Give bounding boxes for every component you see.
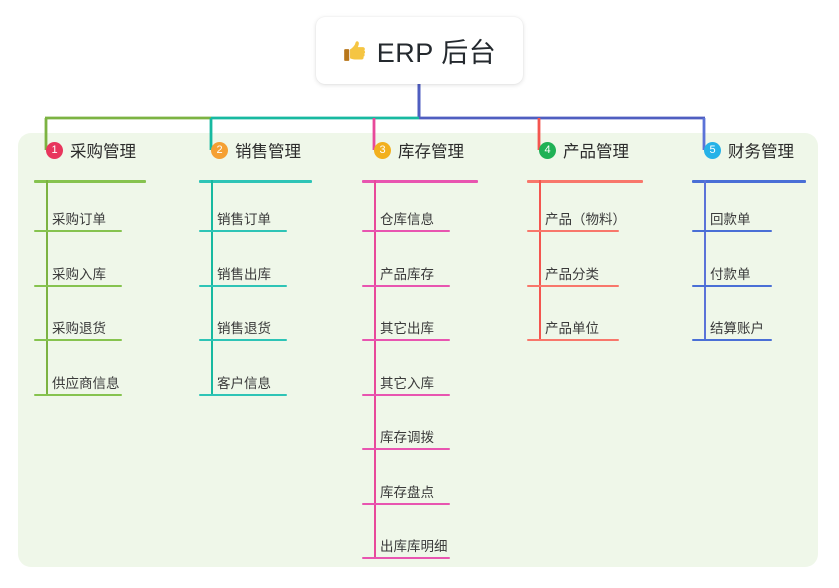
leaf-item[interactable]: 销售退货 (199, 313, 307, 341)
leaf-rule (199, 284, 287, 287)
thumbs-up-icon (343, 39, 368, 64)
leaf-label: 采购退货 (52, 321, 106, 336)
leaf-label: 销售订单 (217, 212, 271, 227)
leaf-label: 采购入库 (52, 266, 106, 282)
column-spine-2 (211, 180, 213, 396)
leaf-rule (527, 284, 619, 287)
leaf-item[interactable]: 库存调拨 (362, 422, 470, 450)
leaf-label: 库存盘点 (380, 484, 434, 500)
column-badge-3: 3 (374, 141, 391, 159)
column-title-3: 库存管理 (398, 143, 464, 161)
leaf-rule (34, 393, 122, 396)
leaf-label: 库存调拨 (380, 430, 434, 445)
leaf-rule (199, 230, 287, 232)
diagram-panel (18, 133, 818, 567)
leaf-rule (34, 230, 122, 232)
leaf-rule (527, 339, 619, 341)
column-header-1[interactable]: 1 采购管理 (34, 138, 136, 162)
leaf-rule (199, 393, 287, 396)
leaf-item[interactable]: 客户信息 (199, 368, 307, 396)
column-badge-5: 5 (704, 141, 721, 159)
column-badge-1: 1 (46, 141, 63, 159)
leaf-item[interactable]: 库存盘点 (362, 477, 470, 505)
leaf-label: 采购订单 (52, 212, 106, 227)
leaf-rule (362, 393, 450, 396)
leaf-label: 产品库存 (380, 266, 434, 282)
column-title-4: 产品管理 (563, 143, 629, 161)
column-spine-5 (704, 180, 706, 341)
leaf-item[interactable]: 结算账户 (692, 313, 792, 341)
leaf-rule (362, 502, 450, 505)
leaf-rule (199, 339, 287, 341)
leaf-label: 客户信息 (217, 375, 271, 391)
column-rule-4 (527, 180, 643, 183)
leaf-label: 结算账户 (710, 321, 764, 336)
root-node[interactable]: ERP 后台 (316, 17, 523, 84)
leaf-rule (362, 557, 450, 559)
leaf-item[interactable]: 其它入库 (362, 368, 470, 396)
leaf-rule (692, 284, 772, 287)
leaf-label: 产品单位 (545, 321, 599, 336)
column-header-2[interactable]: 2 销售管理 (199, 138, 301, 162)
leaf-label: 其它出库 (380, 321, 434, 336)
leaf-item[interactable]: 出库库明细 (362, 531, 470, 559)
leaf-rule (362, 448, 450, 450)
leaf-item[interactable]: 回款单 (692, 204, 792, 232)
column-badge-2: 2 (211, 141, 228, 159)
column-spine-1 (46, 180, 48, 396)
column-title-1: 采购管理 (70, 143, 136, 161)
leaf-label: 销售出库 (217, 266, 271, 282)
leaf-item[interactable]: 采购退货 (34, 313, 142, 341)
column-badge-4: 4 (539, 141, 556, 159)
leaf-label: 付款单 (710, 266, 751, 282)
leaf-label: 销售退货 (217, 321, 271, 336)
column-spine-3 (374, 180, 376, 559)
leaf-rule (34, 339, 122, 341)
leaf-rule (692, 230, 772, 232)
column-title-2: 销售管理 (235, 143, 301, 161)
leaf-item[interactable]: 供应商信息 (34, 368, 142, 396)
leaf-rule (692, 339, 772, 341)
leaf-label: 产品（物料） (545, 212, 626, 227)
leaf-item[interactable]: 采购入库 (34, 259, 142, 287)
column-rule-1 (34, 180, 146, 183)
leaf-item[interactable]: 其它出库 (362, 313, 470, 341)
leaf-rule (362, 230, 450, 232)
leaf-label: 其它入库 (380, 375, 434, 391)
leaf-item[interactable]: 销售出库 (199, 259, 307, 287)
column-spine-4 (539, 180, 541, 341)
leaf-item[interactable]: 采购订单 (34, 204, 142, 232)
leaf-rule (34, 284, 122, 287)
root-title: ERP 后台 (376, 38, 497, 68)
column-rule-5 (692, 180, 806, 183)
column-title-5: 财务管理 (728, 143, 794, 161)
leaf-item[interactable]: 产品单位 (527, 313, 639, 341)
leaf-item[interactable]: 仓库信息 (362, 204, 470, 232)
column-rule-2 (199, 180, 312, 183)
leaf-rule (362, 284, 450, 287)
leaf-label: 仓库信息 (380, 212, 434, 227)
leaf-label: 供应商信息 (52, 375, 120, 391)
leaf-rule (527, 230, 619, 232)
leaf-item[interactable]: 产品（物料） (527, 204, 639, 232)
leaf-item[interactable]: 产品库存 (362, 259, 470, 287)
leaf-rule (362, 339, 450, 341)
leaf-item[interactable]: 产品分类 (527, 259, 639, 287)
root-title-wrap: ERP 后台 (343, 31, 497, 70)
column-header-3[interactable]: 3 库存管理 (362, 138, 464, 162)
column-rule-3 (362, 180, 478, 183)
leaf-label: 出库库明细 (380, 539, 448, 554)
leaf-item[interactable]: 销售订单 (199, 204, 307, 232)
column-header-5[interactable]: 5 财务管理 (692, 138, 794, 162)
leaf-label: 回款单 (710, 212, 751, 227)
leaf-item[interactable]: 付款单 (692, 259, 792, 287)
column-header-4[interactable]: 4 产品管理 (527, 138, 629, 162)
leaf-label: 产品分类 (545, 266, 599, 282)
